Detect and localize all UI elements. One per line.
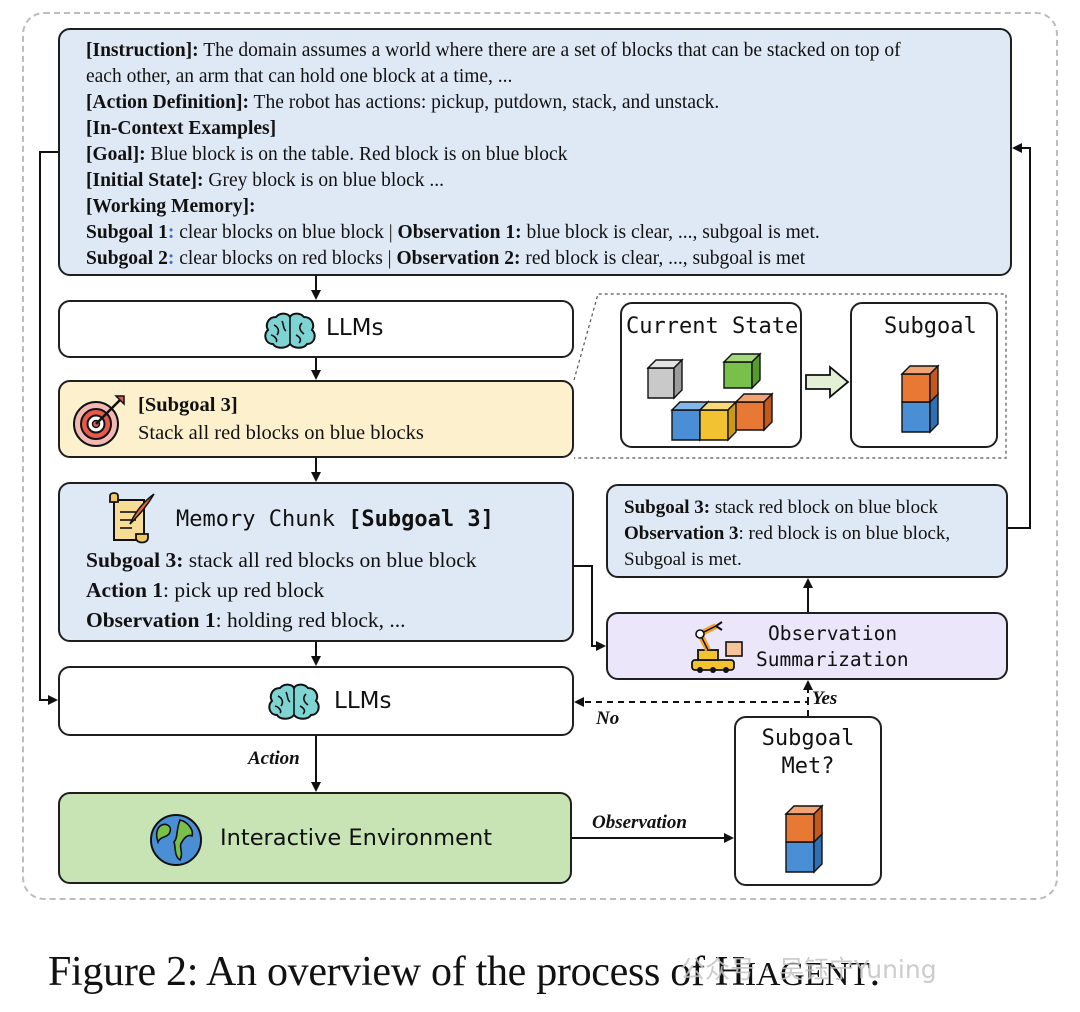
grey-block [646,358,684,400]
memory-action-line: Action 1: pick up red block [86,578,324,603]
watermark: 公众号 · 吴钰宁Yuning [680,955,937,984]
current-state-blocks [646,352,774,442]
goal-text: Blue block is on the table. Red block is… [145,144,568,165]
stacked-blocks-check [784,804,824,874]
observation-1-label: Observation 1: [397,222,522,243]
current-state-title: Current State [626,314,799,339]
figure-caption: Figure 2: An overview of the process of … [48,948,880,996]
yellow-block [698,400,738,442]
action-definition-line: [Action Definition]: The robot has actio… [86,90,719,116]
brain-icon-bottom [268,683,320,720]
subgoal-1-line: Subgoal 1: clear blocks on blue block | … [86,220,820,246]
diagram-frame [22,12,1058,900]
robot-arm-icon [691,621,743,673]
in-context-examples-label: [In-Context Examples] [86,116,276,142]
instruction-box: [Instruction]: The domain assumes a worl… [58,28,1012,276]
memory-observation-text: : holding red block, ... [215,608,406,632]
subgoal-2-line: Subgoal 2: clear blocks on red blocks | … [86,246,805,272]
goal-label: [Goal]: [86,144,146,165]
caption-end: . [869,949,881,995]
right-arrow-icon [805,365,850,399]
llms-top-box: LLMs [58,300,574,358]
globe-icon [150,814,202,866]
summary-met-line: Subgoal is met. [624,549,742,570]
memory-subgoal-label: Subgoal 3: [86,548,184,572]
yes-label: Yes [812,688,838,709]
initial-state-label: [Initial State]: [86,170,204,191]
memory-observation-line: Observation 1: holding red block, ... [86,608,406,633]
interactive-environment-box: Interactive Environment [58,792,572,884]
subgoal-1-label: Subgoal 1 [86,222,168,243]
instruction-text: The domain assumes a world where there a… [198,40,901,61]
initial-state-line: [Initial State]: Grey block is on blue b… [86,168,444,194]
memory-subgoal-text: stack all red blocks on blue block [183,548,477,572]
subgoal-panel: Subgoal [850,302,998,448]
instruction-label: [Instruction]: [86,40,199,61]
summary-observation-text: : red block is on blue block, [738,523,951,544]
subgoal-met-line2: Met? [781,754,835,779]
llms-top-label: LLMs [326,315,384,341]
stacked-blocks [900,364,940,434]
observation-1-text: blue block is clear, ..., subgoal is met… [521,222,820,243]
action-definition-text: The robot has actions: pickup, putdown, … [249,92,720,113]
working-memory-label-text: [Working Memory]: [86,196,256,217]
instruction-line: [Instruction]: The domain assumes a worl… [86,38,901,64]
scroll-quill-icon [109,492,155,544]
subgoal-2-text: clear blocks on red blocks | [174,248,397,269]
no-label: No [596,708,620,729]
subgoal-1-text: clear blocks on blue block | [174,222,398,243]
subgoal-met-line1: Subgoal [761,726,855,751]
llms-bottom-box: LLMs [58,666,574,736]
observation-summarization-box: Observation Summarization [606,612,1008,680]
subgoal-1-colon: : [167,222,175,243]
memory-subgoal-line: Subgoal 3: stack all red blocks on blue … [86,548,477,573]
memory-chunk-title-bracket: [Subgoal 3] [348,507,494,532]
brain-icon [264,312,316,349]
memory-action-label: Action 1 [86,578,164,602]
summary-subgoal-text: stack red block on blue block [710,497,938,518]
subgoal-3-title: [Subgoal 3] [138,394,238,416]
subgoal-met-box: Subgoal Met? [734,716,882,886]
summary-box: Subgoal 3: stack red block on blue block… [606,484,1008,578]
subgoal-panel-title: Subgoal [884,314,977,339]
orange-block [734,392,774,432]
subgoal-3-text: Stack all red blocks on blue blocks [138,422,424,444]
subgoal-3-box: [Subgoal 3] Stack all red blocks on blue… [58,380,574,458]
interactive-environment-label: Interactive Environment [220,825,493,851]
orange-block-top-check [784,804,824,844]
current-state-panel: Current State [620,302,802,448]
observation-2-label: Observation 2: [396,248,521,269]
summary-observation-line: Observation 3: red block is on blue bloc… [624,521,950,547]
action-label: Action [248,748,300,769]
llms-bottom-label: LLMs [334,688,392,714]
summary-observation-label: Observation 3 [624,523,739,544]
blue-block-bottom-check [785,832,823,874]
caption-smallcaps: IAGENT [744,956,870,993]
memory-chunk-title: Memory Chunk [Subgoal 3] [176,506,494,532]
green-block [722,352,762,390]
subgoal-2-colon: : [167,248,175,269]
observation-summarization-line1: Observation [768,622,898,645]
goal-line: [Goal]: Blue block is on the table. Red … [86,142,567,168]
caption-text: Figure 2: An overview of the process of … [48,949,745,995]
observation-2-text: red block is clear, ..., subgoal is met [520,248,806,269]
orange-block-top [900,364,940,404]
initial-state-text: Grey block is on blue block ... [203,170,444,191]
summary-subgoal-label: Subgoal 3: [624,497,711,518]
action-definition-label: [Action Definition]: [86,92,250,113]
working-memory-label: [Working Memory]: [86,194,256,220]
subgoal-2-label: Subgoal 2 [86,248,168,269]
observation-label: Observation [592,812,687,833]
summary-subgoal-line: Subgoal 3: stack red block on blue block [624,495,938,521]
memory-observation-label: Observation 1 [86,608,216,632]
instruction-line-2: each other, an arm that can hold one blo… [86,66,513,87]
memory-chunk-box: Memory Chunk [Subgoal 3] Subgoal 3: stac… [58,482,574,642]
memory-chunk-title-prefix: Memory Chunk [176,507,349,532]
target-icon [73,395,125,447]
in-context-label-text: [In-Context Examples] [86,118,277,139]
memory-action-text: : pick up red block [163,578,325,602]
observation-summarization-line2: Summarization [756,648,909,671]
blue-block-bottom [901,392,939,434]
